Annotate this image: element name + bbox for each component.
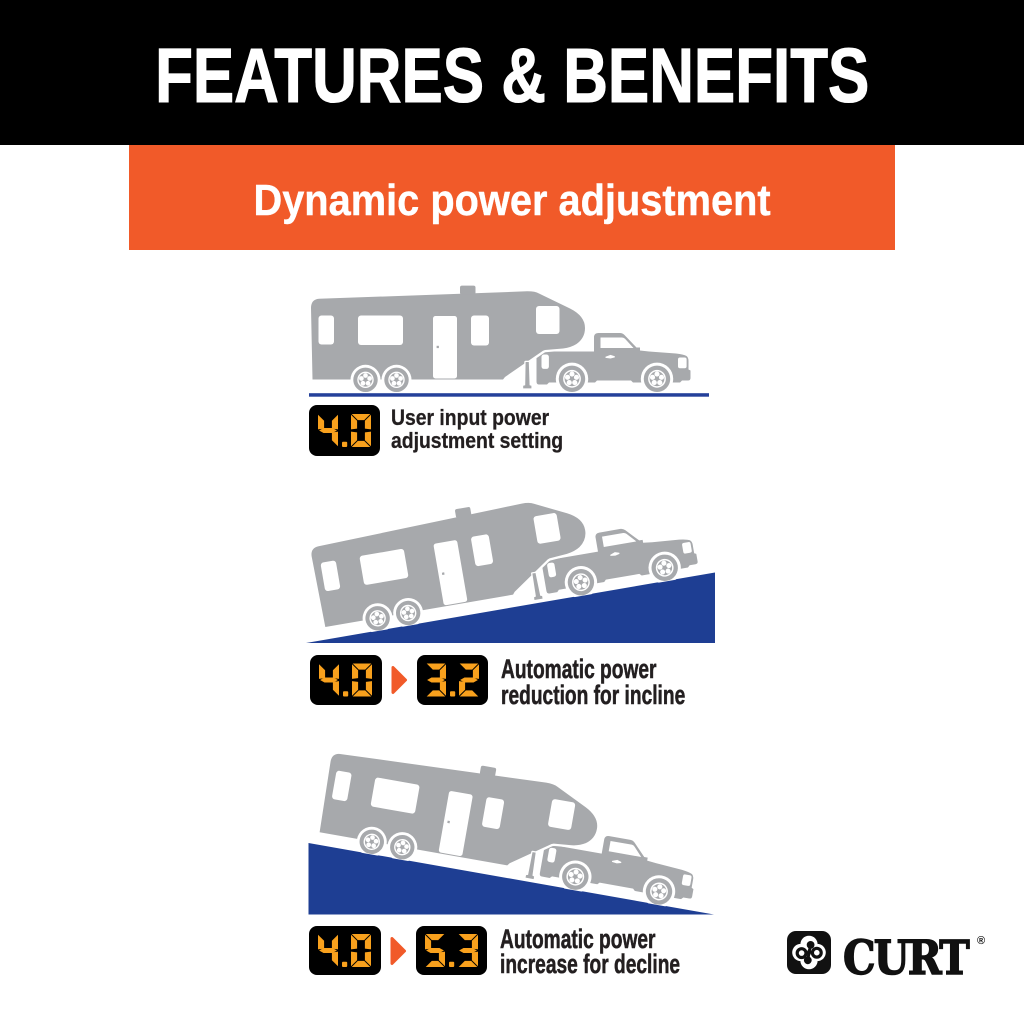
arrow-right-icon xyxy=(391,665,407,694)
decline-wedge xyxy=(308,843,714,915)
led-display-user-setting xyxy=(309,405,380,456)
subheader-title: Dynamic power adjustment xyxy=(253,176,771,225)
registered-mark: ® xyxy=(977,934,986,947)
curt-logo: CURT ® xyxy=(786,929,986,987)
ground-line xyxy=(309,393,709,397)
led-display-decline-after xyxy=(416,926,487,975)
caption-incline-line1: Automatic power xyxy=(501,654,657,684)
truck-trailer-flat xyxy=(311,286,691,395)
caption-flat-line2: adjustment setting xyxy=(391,428,564,454)
caption-incline-line2: reduction for incline xyxy=(501,679,686,710)
scene-flat-illustration xyxy=(309,286,709,397)
page-title: FEATURES & BENEFITS xyxy=(154,32,870,119)
caption-incline: Automatic power reduction for incline xyxy=(501,654,686,710)
subheader-banner: Dynamic power adjustment xyxy=(129,145,895,250)
caption-flat-line1: User input power xyxy=(391,405,550,431)
led-display-incline-after xyxy=(417,655,488,705)
curt-wordmark: CURT xyxy=(842,930,970,987)
caption-decline-line2: increase for decline xyxy=(500,949,681,979)
led-display-decline-before xyxy=(309,926,381,975)
header-banner: FEATURES & BENEFITS xyxy=(0,0,1024,145)
caption-decline-line1: Automatic power xyxy=(500,923,656,954)
led-display-incline-before xyxy=(310,655,382,705)
caption-decline: Automatic power increase for decline xyxy=(500,923,681,979)
caption-flat: User input power adjustment setting xyxy=(391,406,563,452)
curt-emblem-icon xyxy=(787,931,831,974)
scene-incline-illustration xyxy=(306,470,715,643)
scene-decline-illustration xyxy=(308,740,714,915)
arrow-right-icon xyxy=(390,936,406,965)
